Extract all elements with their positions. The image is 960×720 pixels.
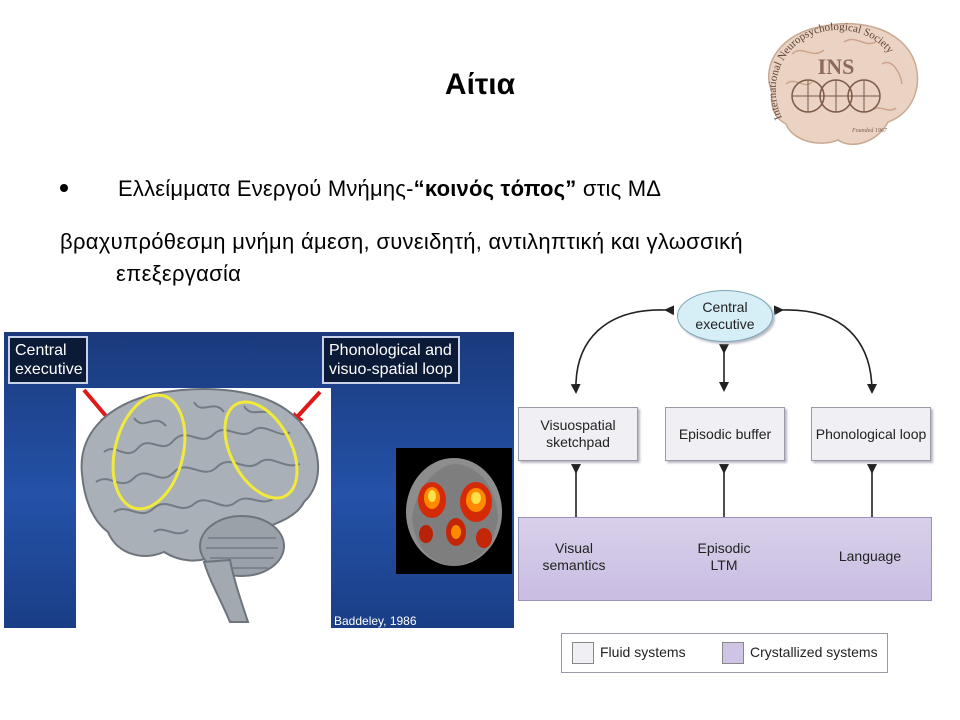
diagram-phonological-loop: Phonological loop xyxy=(811,407,931,461)
diagram-visuospatial-sketchpad: Visuospatial sketchpad xyxy=(518,407,638,461)
paragraph-line-1: βραχυπρόθεσμη μνήμη άμεση, συνειδητή, αν… xyxy=(60,229,743,254)
bullet-text-after: στις ΜΔ xyxy=(576,176,662,201)
image-caption: Baddeley, 1986 xyxy=(334,614,417,628)
brain-illustration xyxy=(80,388,322,623)
ins-logo-initials: INS xyxy=(818,54,855,79)
legend-crystallized-label: Crystallized systems xyxy=(750,644,878,660)
diagram-visual-semantics: Visual semantics xyxy=(542,540,606,573)
bullet-item: Ελλείμματα Ενεργού Μνήμης-“κοινός τόπος”… xyxy=(60,176,661,202)
ins-logo-graphic: INS International Neuropsychological Soc… xyxy=(767,21,919,145)
diagram-language: Language xyxy=(838,548,902,564)
diagram-crystallized-band: Visual semantics Episodic LTM Language xyxy=(518,517,932,601)
slide-title: Αίτια xyxy=(444,68,516,101)
brain-image-panel: Central executive Phonological and visuo… xyxy=(4,332,514,628)
bullet-dot-icon xyxy=(60,184,68,193)
bullet-text-bold: “κοινός τόπος” xyxy=(413,176,577,201)
ins-logo-founded: Founded 1967 xyxy=(851,128,888,134)
label-central-executive: Central executive xyxy=(8,336,88,384)
legend-crystallized-swatch xyxy=(722,642,744,664)
diagram-legend: Fluid systems Crystallized systems xyxy=(561,633,888,673)
diagram-episodic-buffer: Episodic buffer xyxy=(665,407,785,461)
fmri-scan-image xyxy=(396,448,512,574)
legend-fluid-label: Fluid systems xyxy=(600,644,686,660)
legend-fluid-swatch xyxy=(572,642,594,664)
bullet-text-before: Ελλείμματα Ενεργού Μνήμης- xyxy=(118,176,414,201)
paragraph: βραχυπρόθεσμη μνήμη άμεση, συνειδητή, αν… xyxy=(60,226,880,290)
diagram-central-executive: Central executive xyxy=(677,290,773,342)
diagram-episodic-ltm: Episodic LTM xyxy=(697,540,751,573)
label-phonological-loop: Phonological and visuo-spatial loop xyxy=(322,336,460,384)
ins-logo: INS International Neuropsychological Soc… xyxy=(752,14,924,154)
paragraph-line-2: επεξεργασία xyxy=(116,261,242,286)
